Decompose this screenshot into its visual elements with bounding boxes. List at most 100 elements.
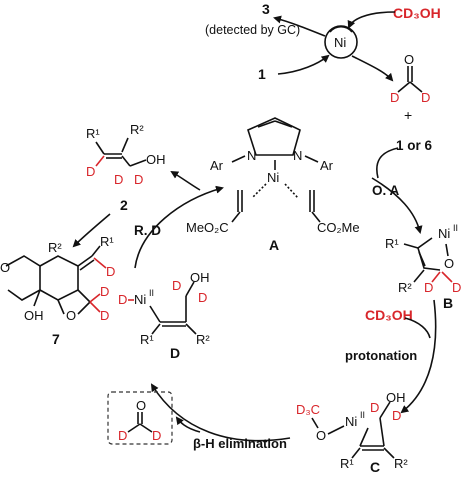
product-3-note: (detected by GC) [205, 23, 300, 37]
ni-cycle-arc-top [329, 25, 353, 33]
product-2-r2-bond [121, 137, 129, 153]
to-product-2-arrow [170, 170, 201, 191]
intermediate-d-r2: R² [196, 332, 210, 347]
catalyst-a-n-left: N [247, 148, 256, 163]
intermediate-c-ni-c-bond [359, 427, 369, 447]
formaldehyde-o: O [404, 52, 414, 67]
arrow-d-to-a [134, 185, 224, 269]
intermediate-d-d1: D [172, 278, 181, 293]
main-cycle-arrows: 1 or 6 O. A CD₃OH protonation β-H elimin… [134, 138, 437, 451]
ester-right-bond [311, 211, 321, 223]
product-2-c-cd2 [121, 155, 131, 167]
ni-olefin-right [284, 183, 299, 199]
product-2: R¹ R² D OH D D 2 [86, 122, 166, 213]
intermediate-b-d-bond-1 [431, 271, 441, 283]
product-7-pyran-3 [57, 299, 65, 315]
formaldehyde-d-right: D [421, 90, 430, 105]
intermediate-b: Ni II O R¹ R² D D B [385, 223, 461, 311]
product-7-d2: D [100, 308, 109, 323]
product-2-c-oh [129, 159, 147, 167]
intermediate-b-d-bond-2 [441, 271, 453, 283]
cd3oh-in-arrow [347, 11, 396, 29]
intermediate-c-r2: R² [394, 456, 408, 471]
intermediate-c-r2-bond [383, 447, 395, 459]
arrow-a-to-b [371, 177, 423, 234]
catalyst-a-ni: Ni [267, 170, 279, 185]
formaldehyde-d-left: D [390, 90, 399, 105]
nhc-ring [247, 117, 301, 156]
product-7-ring-o: O [66, 308, 76, 323]
intermediate-d-d2: D [198, 290, 207, 305]
intermediate-b-r1-bond [403, 243, 419, 249]
ar-bond-right [304, 155, 319, 163]
catalyst-a-label: A [269, 237, 279, 253]
intermediate-c-ni: Ni [345, 414, 357, 429]
product-2-d2: D [134, 172, 143, 187]
intermediate-d-label: D [170, 345, 180, 361]
substrate-1-label: 1 [258, 66, 266, 82]
catalyst-a-ester-right: CO₂Me [317, 220, 360, 235]
product-7-d1-bond [89, 293, 101, 303]
catalyst-a-ester-left: MeO₂C [186, 220, 229, 235]
intermediate-d: D Ni II OH D D R¹ R² D [118, 270, 210, 361]
boxed-formaldehyde-d2: D [152, 428, 161, 443]
intermediate-c-r1-bond [351, 447, 361, 459]
formaldehyde-dashed-box [107, 391, 173, 445]
intermediate-c-o-ni-bond [327, 425, 345, 435]
arrow-2-to-7 [72, 213, 111, 248]
intermediate-d-c-oh [185, 281, 195, 297]
intermediate-b-d1: D [424, 280, 433, 295]
intermediate-d-r1-bond [151, 323, 161, 335]
boxed-formaldehyde-d1: D [118, 428, 127, 443]
product-7-d1: D [100, 284, 109, 299]
intermediate-d-r2-bond [185, 323, 197, 335]
product-7-pyran-1 [77, 289, 91, 303]
catalyst-a: N N Ar Ar Ni MeO₂C CO₂Me A [186, 117, 360, 253]
to-formaldehyde-arrow [351, 55, 394, 82]
to-3-arrow [273, 15, 326, 37]
boxed-formaldehyde-o: O [136, 398, 146, 413]
beta-h-step-name: β-H elimination [193, 436, 287, 451]
product-7-oh-bond [33, 289, 41, 307]
boxed-cd-bond-2 [139, 423, 153, 433]
product-7-d-vinyl-bond [93, 257, 107, 269]
intermediate-d-ni-ox: II [149, 288, 154, 298]
boxed-formaldehyde: O D D [107, 391, 173, 445]
product-7-r2: R² [48, 240, 62, 255]
oa-step-name: O. A [372, 183, 400, 198]
product-7-label: 7 [52, 331, 60, 347]
protonation-step-name: protonation [345, 348, 417, 363]
intermediate-d-oh: OH [190, 270, 210, 285]
intermediate-c-r1: R¹ [340, 456, 354, 471]
product-2-d-vinyl: D [86, 164, 95, 179]
product-7-ketone-o: O [0, 260, 10, 275]
intermediate-d-ni-c-bond [149, 305, 161, 323]
product-2-r2: R² [130, 122, 144, 137]
product-7-d-vinyl: D [106, 264, 115, 279]
oa-reagents: 1 or 6 [396, 138, 433, 153]
product-7-pyran-2 [77, 301, 91, 315]
product-7-r1: R¹ [100, 234, 114, 249]
product-2-oh: OH [146, 152, 166, 167]
protonation-feed-arrow [404, 317, 431, 339]
intermediate-b-r1: R¹ [385, 236, 399, 251]
catalyst-a-n-right: N [293, 148, 302, 163]
intermediate-b-ni: Ni [438, 226, 450, 241]
product-7-oh: OH [24, 308, 44, 323]
formaldehyde-cd-bond-2 [409, 81, 423, 93]
catalyst-a-ar-left: Ar [210, 158, 224, 173]
intermediate-b-double [418, 251, 426, 267]
plus-sign: + [404, 107, 412, 123]
top-cycle: 3 (detected by GC) Ni CD₃OH 1 O D D + [205, 1, 441, 123]
intermediate-c-d2: D [392, 408, 401, 423]
intermediate-b-r2-bond [413, 269, 425, 283]
catalyst-a-ar-right: Ar [320, 158, 334, 173]
ni-olefin-left [251, 183, 267, 199]
intermediate-c-c-oh [379, 401, 391, 419]
arrow-b-to-c [400, 299, 437, 414]
product-7-r1-bond [91, 245, 101, 257]
intermediate-d-ni: Ni [134, 292, 146, 307]
arrow-c-to-d [150, 383, 291, 442]
